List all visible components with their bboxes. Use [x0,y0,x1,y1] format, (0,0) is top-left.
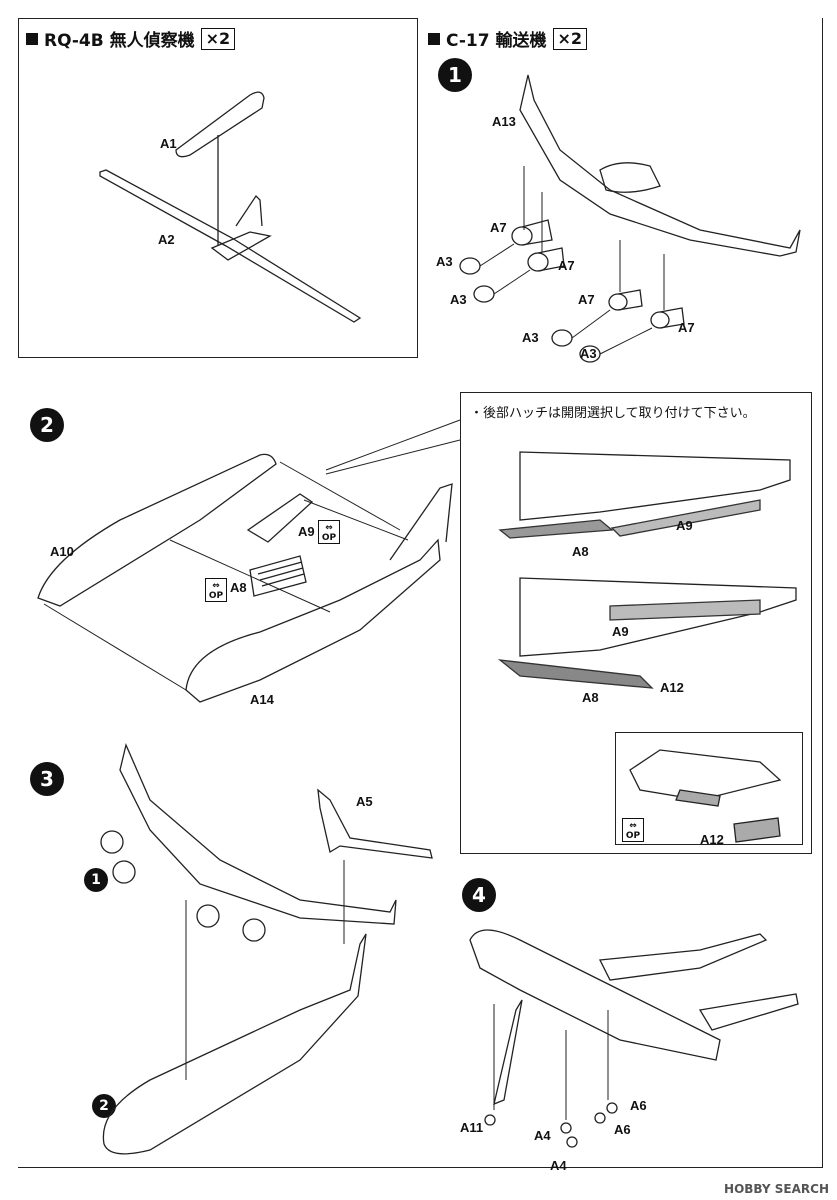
rq4b-panel [18,18,418,358]
hatch-a8-drawing [249,555,307,597]
rq4b-header: RQ-4B 無人偵察機 ×2 [26,26,236,51]
step-2-reference-badge: 2 [92,1094,116,1118]
c17-step3-wing-drawing [119,742,397,925]
op-text: OP [208,591,224,601]
option-badge-a12: ⇔OP [622,818,644,842]
part-label-a9: A9 [298,524,315,539]
part-label-a9-detail-2: A9 [612,624,629,639]
c17-step3-fuselage-drawing [102,933,367,1155]
part-label-a3-1: A3 [436,254,453,269]
part-label-a3-2: A3 [450,292,467,307]
rq4b-wing-drawing [99,169,362,323]
part-label-a10: A10 [50,544,74,559]
op-text: OP [321,533,337,543]
part-label-a12: A12 [660,680,684,695]
op-text: OP [625,831,641,841]
option-badge-a8: ⇔OP [205,578,227,602]
step-1-badge: 1 [438,58,472,92]
landing-gear-drawings [484,1102,618,1148]
part-label-a9-detail: A9 [676,518,693,533]
c17-fuselage-top-drawing [37,453,277,607]
part-label-a8-detail: A8 [572,544,589,559]
rq4b-qty: ×2 [200,27,236,50]
part-label-a7-3: A7 [578,292,595,307]
hatch-detail-panel [460,392,812,854]
c17-wing-drawing [519,74,801,257]
bullet-square [428,32,440,45]
watermark: HOBBY SEARCH [724,1182,829,1196]
part-label-a6-2: A6 [614,1122,631,1137]
part-label-a11: A11 [460,1120,484,1135]
part-label-a3-4: A3 [580,346,597,361]
rear-hatch-a9-drawing [246,493,314,543]
part-label-a7-1: A7 [490,220,507,235]
part-label-a4-1: A4 [534,1128,551,1143]
rq4b-fuselage-drawing [175,91,265,158]
part-label-a7-2: A7 [558,258,575,273]
part-label-a1: A1 [160,136,177,151]
part-label-a6-1: A6 [630,1098,647,1113]
main-frame [18,18,823,1168]
c17-header: C-17 輸送機 ×2 [428,26,588,51]
c17-step3-engines [100,830,266,942]
step-4-badge: 4 [462,878,496,912]
option-badge-a9: ⇔OP [318,520,340,544]
tail-a5-drawing [317,788,433,859]
bullet-square [26,32,38,45]
part-label-a12-inset: A12 [700,832,724,847]
step-3-badge: 3 [30,762,64,796]
c17-title: C-17 輸送機 [446,31,547,51]
hatch-inset-panel [615,732,803,845]
part-label-a14: A14 [250,692,274,707]
part-label-a8: A8 [230,580,247,595]
part-label-a3-3: A3 [522,330,539,345]
step-2-badge: 2 [30,408,64,442]
rq4b-title: RQ-4B 無人偵察機 [44,31,195,51]
part-label-a2: A2 [158,232,175,247]
c17-fuselage-bottom-drawing [185,538,441,703]
step-1-reference-badge: 1 [84,868,108,892]
part-label-a8-detail-2: A8 [582,690,599,705]
c17-step4-drawing [469,929,721,1061]
part-label-a13: A13 [492,114,516,129]
c17-qty: ×2 [552,27,588,50]
c17-engine-drawings [459,219,685,363]
part-label-a7-4: A7 [678,320,695,335]
part-label-a5: A5 [356,794,373,809]
rear-hatch-note: ・後部ハッチは開閉選択して取り付けて下さい。 [470,406,756,421]
part-label-a4-2: A4 [550,1158,567,1173]
